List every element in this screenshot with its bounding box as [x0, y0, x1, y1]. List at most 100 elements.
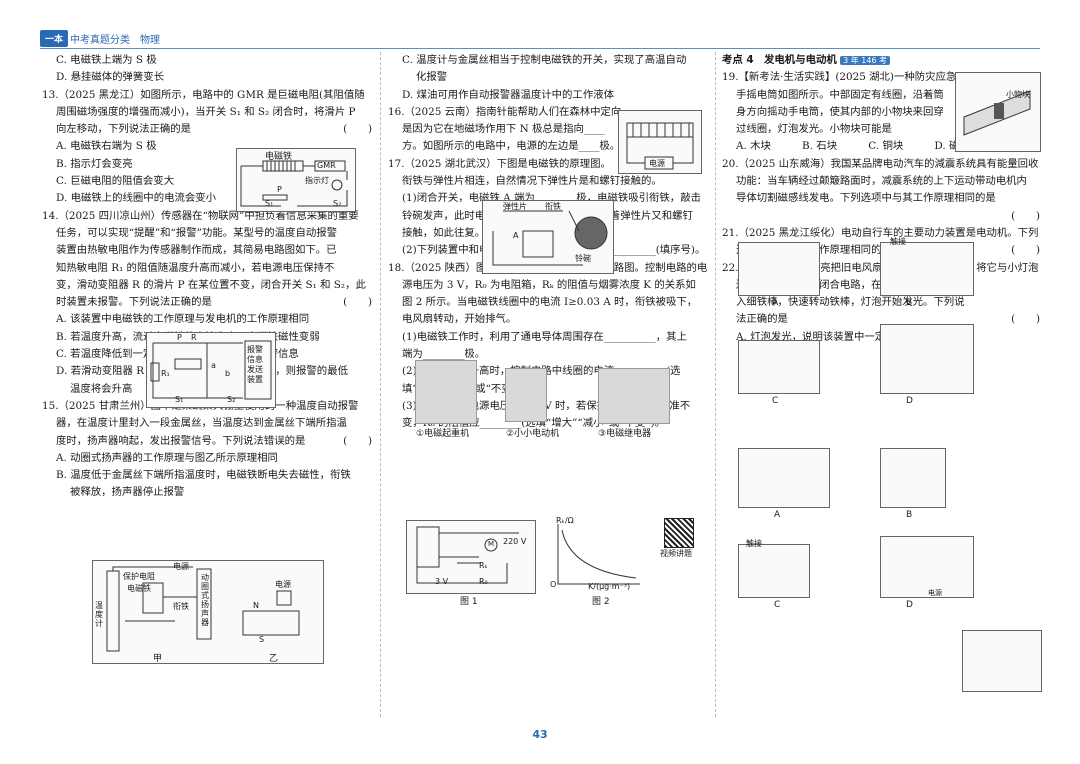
line-text: (1)闭合开关，电磁铁 A 端为________极，电磁铁吸引衔铁，敲击 — [402, 192, 701, 205]
line-text: B. 温度低于金属丝下端所指温度时，电磁铁断电失去磁性，衔铁 — [56, 469, 351, 482]
label-protect-resistor: 保护电阻 — [123, 572, 155, 581]
label-rk: Rₖ — [479, 561, 488, 570]
rk-k-curve — [557, 524, 640, 585]
label-r0: R₀ — [479, 577, 488, 586]
line-text: 21.（2025 黑龙江绥化）电动自行车的主要动力装置是电动机。下列 — [722, 226, 1039, 239]
line-text: D. 煤油可用作自动报警器温度计中的工作液体 — [402, 88, 614, 101]
text-line: 法正确的是( ) — [722, 311, 1040, 328]
photo-crane — [415, 360, 477, 424]
figure-q18-circuit: M 220 V Rₖ 3 V R₀ — [406, 520, 536, 594]
text-line: 19.【新考法·生活实践】(2025 湖北)一种防灾应急 — [722, 69, 1040, 86]
text-line: 14.（2025 四川凉山州）传感器在“物联网”中担负着信息采集的重要 — [42, 208, 372, 225]
text-line: B. 温度低于金属丝下端所指温度时，电磁铁断电失去磁性，衔铁 — [42, 467, 372, 484]
caption-motor: ②小小电动机 — [506, 429, 560, 439]
option-b-diagram — [880, 448, 946, 508]
answer-bracket[interactable]: ( ) — [1011, 209, 1040, 222]
photo-motor — [505, 368, 547, 422]
answer-bracket[interactable]: ( ) — [1011, 244, 1040, 257]
text-line: B. 指示灯会变亮 — [42, 156, 372, 173]
label-s1: S₁ — [175, 395, 184, 404]
line-text: 被释放，扬声器停止报警 — [70, 486, 185, 499]
line-text: 方。如图所示的电路中，电源的左边是____极。 — [402, 140, 621, 153]
line-text: 手摇电筒如图所示。中部固定有线圈，沿着筒 — [736, 88, 944, 101]
text-line: C. 温度计与金属丝相当于控制电磁铁的开关，实现了高温自动 — [388, 52, 708, 69]
label-b: b — [225, 369, 231, 378]
text-line: 器，在温度计里封入一段金属丝，当温度达到金属丝下端所指温 — [42, 415, 372, 432]
text-line: ( ) — [722, 208, 1040, 225]
option-c-label: C — [772, 396, 779, 406]
text-line: A. 木块 B. 石块 C. 铜块 D. 磁体 — [722, 138, 1040, 155]
answer-bracket[interactable]: ( ) — [1011, 313, 1040, 326]
line-text: 19.【新考法·生活实践】(2025 湖北)一种防灾应急 — [722, 71, 957, 84]
label-s1: S₁ — [265, 199, 274, 208]
label-p: P — [177, 333, 182, 342]
line-text: A. 电磁铁右端为 S 极 — [56, 140, 157, 153]
line-text: 过线圈，灯泡发光。小物块可能是 — [736, 123, 892, 136]
line-text: 是因为它在地磁场作用下 N 极总是指向____ — [402, 123, 605, 136]
caption-jia: 甲 — [153, 654, 163, 664]
solenoid-diagram — [626, 122, 694, 170]
line-text: 接触，如此往复。 — [402, 226, 486, 239]
answer-bracket[interactable]: ( ) — [343, 123, 372, 136]
text-line: 温度将会升高 — [42, 381, 372, 398]
text-line: 任务，可以实现“提醒”和“报警”功能。某型号的温度自动报警 — [42, 225, 372, 242]
text-line: A. 灯泡发光，说明该装置中一定有干电池 — [722, 329, 1040, 346]
label-y-axis: Rₖ/Ω — [556, 516, 574, 525]
label-3v: 3 V — [435, 577, 449, 586]
text-line: C. 电磁铁上端为 S 极 — [42, 52, 372, 69]
line-text: D. 电磁铁上的线圈中的电流会变小 — [56, 192, 217, 205]
label-thermometer: 温度计 — [95, 601, 103, 628]
label-origin: O — [550, 580, 557, 589]
label-x-axis: K/(μg·m⁻³) — [588, 582, 631, 591]
label-electromagnet: 电磁铁 — [127, 584, 151, 593]
qr-code[interactable] — [664, 518, 694, 548]
answer-bracket[interactable]: ( ) — [343, 296, 372, 309]
line-text: B. 指示灯会变亮 — [56, 157, 133, 170]
figure-q15: 保护电阻 电磁铁 电源 温度计 衔铁 动圈式扬声器 电源 N S 甲 乙 — [92, 560, 324, 664]
line-text: 时装置未报警。下列说法正确的是 — [56, 296, 212, 309]
line-text: 器，在温度计里封入一段金属丝，当温度达到金属丝下端所指温 — [56, 417, 347, 430]
text-line: 导体切割磁感线发电。下列选项中与其工作原理相同的是 — [722, 190, 1040, 207]
option-d-label: D — [906, 396, 913, 406]
figure-q19-flashlight: 小物块 — [955, 72, 1041, 152]
text-line: 功能：当车辆经过颠簸路面时，减震系统的上下运动带动电机内 — [722, 173, 1040, 190]
line-text: 任务，可以实现“提醒”和“报警”功能。某型号的温度自动报警 — [56, 226, 338, 239]
label-spring: 弹性片 — [503, 202, 527, 211]
line-text: 装置由热敏电阻作为传感器制作而成，其简易电路图如下。已 — [56, 244, 337, 257]
label-gmr: GMR — [317, 161, 336, 170]
text-line: 入细铁棒，快速转动铁棒，灯泡开始发光。下列说 — [722, 294, 1040, 311]
line-text: C. 温度计与金属丝相当于控制电磁铁的开关，实现了高温自动 — [402, 54, 687, 66]
line-text: 图 2 所示。当电磁铁线圈中的电流 I≥0.03 A 时，衔铁被吸下， — [402, 296, 698, 309]
label-power: 电源 — [928, 589, 942, 597]
line-text: 周围磁场强度的增强而减小)，当开关 S₁ 和 S₂ 闭合时，将滑片 P — [56, 105, 356, 118]
label-indicator: 指示灯 — [305, 176, 329, 185]
line-text: 向左移动，下列说法正确的是 — [56, 123, 192, 136]
option-a-label: A — [772, 298, 779, 308]
column-divider — [380, 52, 381, 717]
line-text: 16.（2025 云南）指南针能帮助人们在森林中定向， — [388, 105, 632, 118]
line-text: 身方向摇动手电筒，使其内部的小物块来回穿 — [736, 105, 944, 118]
answer-bracket[interactable]: ( ) — [343, 434, 372, 447]
text-line: 衔铁与弹性片相连，自然情况下弹性片是和螺钉接触的。 — [388, 173, 708, 190]
line-text: A. 动圈式扬声器的工作原理与图乙所示原理相同 — [56, 451, 278, 464]
option-c-diagram — [738, 544, 810, 598]
text-line: 是因为它在地磁场作用下 N 极总是指向____ — [388, 121, 708, 138]
line-text: 功能：当车辆经过颠簸路面时，减震系统的上下运动带动电机内 — [736, 175, 1027, 188]
text-line: (1)闭合开关，电磁铁 A 端为________极，电磁铁吸引衔铁，敲击 — [388, 190, 708, 207]
line-text: 入细铁棒，快速转动铁棒，灯泡开始发光。下列说 — [736, 296, 965, 309]
figure-q13-circuit: 电磁铁 GMR 指示灯 S₁ S₂ P — [236, 148, 356, 212]
text-line: 手摇电筒如图所示。中部固定有线圈，沿着筒 — [722, 87, 1040, 104]
text-line: 20.（2025 山东威海）我国某品牌电动汽车的減震系统具有能量回收 — [722, 156, 1040, 173]
line-text: 化报警 — [416, 71, 448, 84]
line-text: 13.（2025 黑龙江）如图所示，电路中的 GMR 是巨磁电阻(其阻值随 — [42, 88, 365, 101]
label-s2: S₂ — [227, 395, 236, 404]
caption-yi: 乙 — [269, 654, 279, 664]
line-text: 度时，扬声器响起，发出报警信号。下列说法错误的是 — [56, 434, 306, 447]
figure-q21-options: A B C D 触接 电源 — [730, 444, 1040, 620]
label-220v: 220 V — [503, 537, 527, 546]
circuit-diagram — [416, 526, 519, 584]
page-header: 一本 中考真题分类 物理 — [40, 30, 1040, 49]
text-line: 被释放，扬声器停止报警 — [42, 484, 372, 501]
option-a-label: A — [774, 510, 781, 520]
